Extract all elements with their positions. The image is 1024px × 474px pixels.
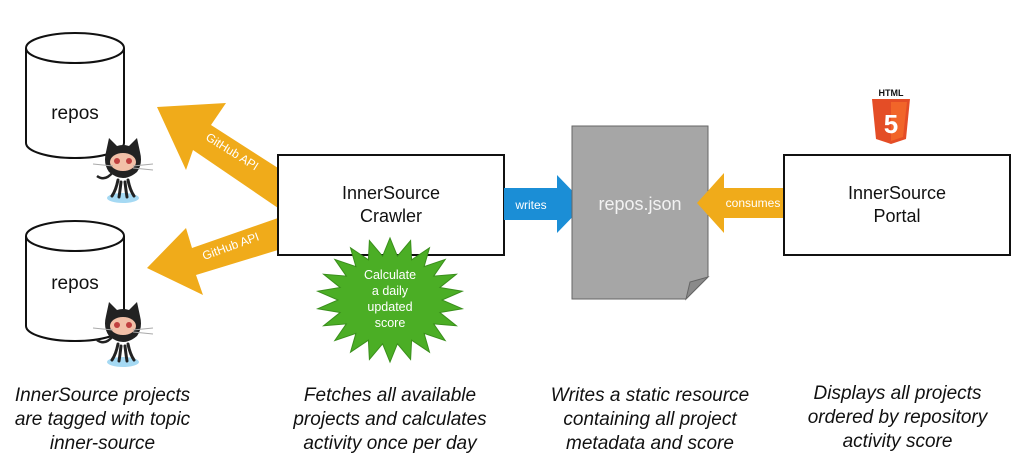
writes-label: writes xyxy=(514,198,546,212)
crawler-title-line1: InnerSource xyxy=(342,183,440,203)
github-api-arrow-bottom: GitHub API xyxy=(147,218,278,295)
consumes-arrow: consumes xyxy=(697,173,784,233)
caption-json: Writes a static resource containing all … xyxy=(535,384,765,456)
repos-json-label: repos.json xyxy=(598,194,681,214)
caption-line: inner-source xyxy=(49,433,156,454)
caption-portal: Displays all projects ordered by reposit… xyxy=(790,382,1005,454)
caption-line: activity once per day xyxy=(303,433,477,454)
caption-line: metadata and score xyxy=(566,433,734,454)
starburst-text-line: Calculate xyxy=(364,268,416,282)
writes-arrow: writes xyxy=(504,175,585,233)
html5-logo-glyph: 5 xyxy=(884,109,898,139)
repo-cylinder-top: repos xyxy=(25,32,125,159)
html5-logo-text: HTML xyxy=(879,88,904,98)
html5-logo-icon: HTML 5 xyxy=(872,88,910,144)
caption-crawler: Fetches all available projects and calcu… xyxy=(280,384,500,456)
caption-line: InnerSource projects xyxy=(14,385,191,406)
repos-json-document: repos.json xyxy=(571,125,710,301)
repo-label: repos xyxy=(51,273,99,294)
crawler-title-line2: Crawler xyxy=(360,206,422,226)
caption-repos: InnerSource projects are tagged with top… xyxy=(0,384,205,456)
caption-line: ordered by repository xyxy=(807,407,988,428)
github-api-arrow-top: GitHub API xyxy=(157,103,278,208)
starburst-badge: Calculate a daily updated score xyxy=(315,236,465,364)
caption-line: Writes a static resource xyxy=(550,385,750,406)
portal-title-line1: InnerSource xyxy=(848,183,946,203)
caption-line: activity score xyxy=(842,431,953,452)
caption-line: containing all project xyxy=(563,409,737,430)
consumes-label: consumes xyxy=(726,196,781,210)
crawler-box: InnerSource Crawler xyxy=(277,154,505,256)
portal-title-line2: Portal xyxy=(873,206,920,226)
portal-box: InnerSource Portal xyxy=(783,154,1011,256)
caption-line: Fetches all available xyxy=(303,385,477,406)
starburst-text-line: updated xyxy=(367,300,412,314)
starburst-text-line: a daily xyxy=(372,284,409,298)
repo-cylinder-bottom: repos xyxy=(25,220,125,342)
caption-line: are tagged with topic xyxy=(14,409,191,430)
starburst-text-line: score xyxy=(375,316,406,330)
caption-line: Displays all projects xyxy=(813,383,982,404)
caption-line: projects and calculates xyxy=(293,409,487,430)
repo-label: repos xyxy=(51,103,99,124)
